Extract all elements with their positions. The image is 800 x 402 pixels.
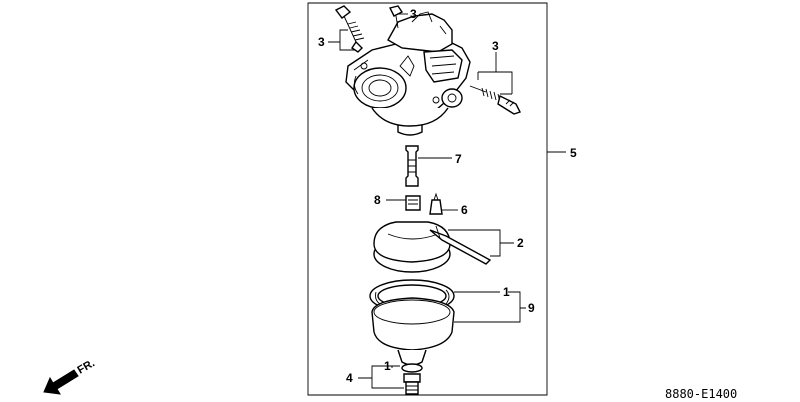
callout-9: 9	[528, 301, 535, 315]
float-chamber	[371, 297, 455, 366]
pilot-screw-right	[469, 85, 521, 115]
drawing-code: 8880-E1400	[665, 387, 737, 401]
assembly-frame	[307, 2, 548, 396]
callout-1-bottom: 1	[384, 359, 391, 373]
float-valve	[429, 192, 443, 215]
callout-2: 2	[517, 236, 524, 250]
screw-top	[388, 5, 404, 29]
main-jet	[405, 195, 421, 211]
drain-bolt	[401, 363, 423, 395]
callout-5: 5	[570, 146, 577, 160]
callout-3-top: 3	[410, 7, 417, 21]
float	[373, 221, 492, 273]
carburetor-body	[345, 11, 471, 136]
callout-6: 6	[461, 203, 468, 217]
idle-screw-left	[334, 5, 365, 53]
leader-lines	[328, 13, 566, 389]
callout-4: 4	[346, 371, 353, 385]
callout-8: 8	[374, 193, 381, 207]
arrow-left-down-icon	[43, 369, 79, 395]
direction-label: FR.	[76, 357, 97, 376]
callout-3-right: 3	[492, 39, 499, 53]
callout-1-top: 1	[503, 285, 510, 299]
callout-7: 7	[455, 152, 462, 166]
callout-3-left: 3	[318, 35, 325, 49]
needle-jet	[405, 145, 419, 187]
